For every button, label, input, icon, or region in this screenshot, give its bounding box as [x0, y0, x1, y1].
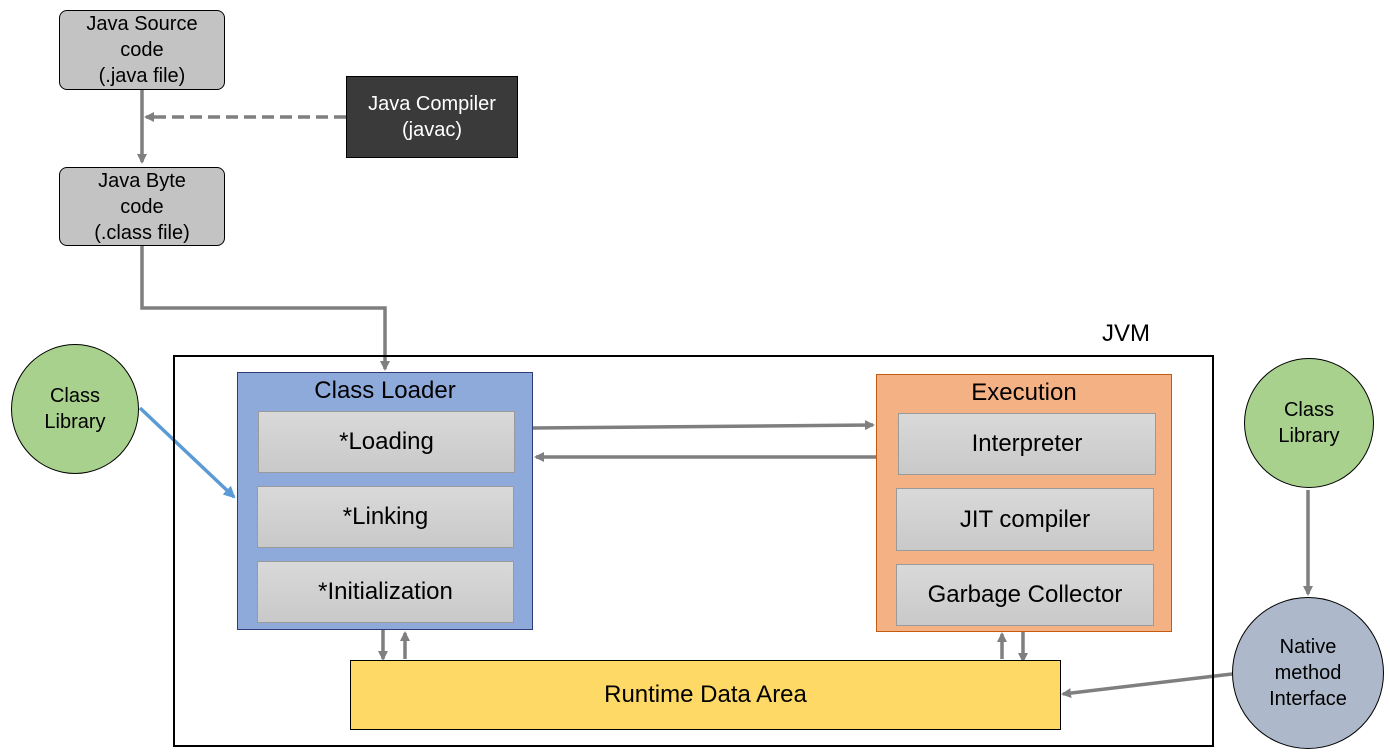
loading-step: *Loading [258, 411, 515, 473]
jit-compiler-step-label: JIT compiler [959, 505, 1091, 533]
runtime-data-area: Runtime Data Area [350, 660, 1061, 730]
execution-title: Execution [971, 379, 1077, 406]
loading-step-label: *Loading [339, 428, 434, 455]
arrow-native-to-runtime [1061, 672, 1233, 699]
native-method-interface-label: Native method Interface [1269, 636, 1347, 710]
java-compiler-label: Java Compiler (javac) [368, 93, 496, 141]
linking-step: *Linking [257, 486, 514, 548]
class-library-left: Class Library [11, 344, 139, 474]
java-bytecode-label: Java Byte code (.class file) [94, 169, 190, 244]
runtime-data-area-label: Runtime Data Area [604, 681, 807, 708]
class-loader-section: Class Loader *Loading *Linking *Initiali… [237, 372, 533, 630]
class-library-left-label: Class Library [44, 385, 106, 433]
arrow-classloader-to-execution [532, 420, 875, 431]
jvm-frame [173, 355, 1214, 747]
arrow-library-to-classloader [138, 406, 236, 499]
java-source-label: Java Source code (.java file) [86, 13, 198, 87]
linking-step-label: *Linking [342, 503, 429, 530]
initialization-step: *Initialization [257, 561, 514, 623]
interpreter-step: Interpreter [898, 413, 1156, 475]
class-library-right-label: Class Library [1278, 399, 1340, 447]
execution-section: Execution Interpreter JIT compiler Garba… [876, 374, 1172, 632]
class-loader-title: Class Loader [314, 377, 456, 404]
jvm-label: JVM [1102, 320, 1150, 347]
interpreter-step-label: Interpreter [971, 430, 1083, 457]
class-library-right: Class Library [1244, 358, 1374, 488]
java-bytecode-box: Java Byte code (.class file) [59, 167, 225, 246]
java-source-box: Java Source code (.java file) [59, 10, 225, 90]
initialization-step-label: *Initialization [318, 578, 453, 605]
arrow-bytecode-to-classloader [140, 246, 390, 371]
native-method-interface: Native method Interface [1232, 597, 1384, 749]
jit-compiler-step: JIT compiler [896, 488, 1154, 551]
garbage-collector-step-label: Garbage Collector [927, 581, 1123, 608]
java-compiler-box: Java Compiler (javac) [346, 76, 518, 158]
garbage-collector-step: Garbage Collector [896, 564, 1154, 626]
